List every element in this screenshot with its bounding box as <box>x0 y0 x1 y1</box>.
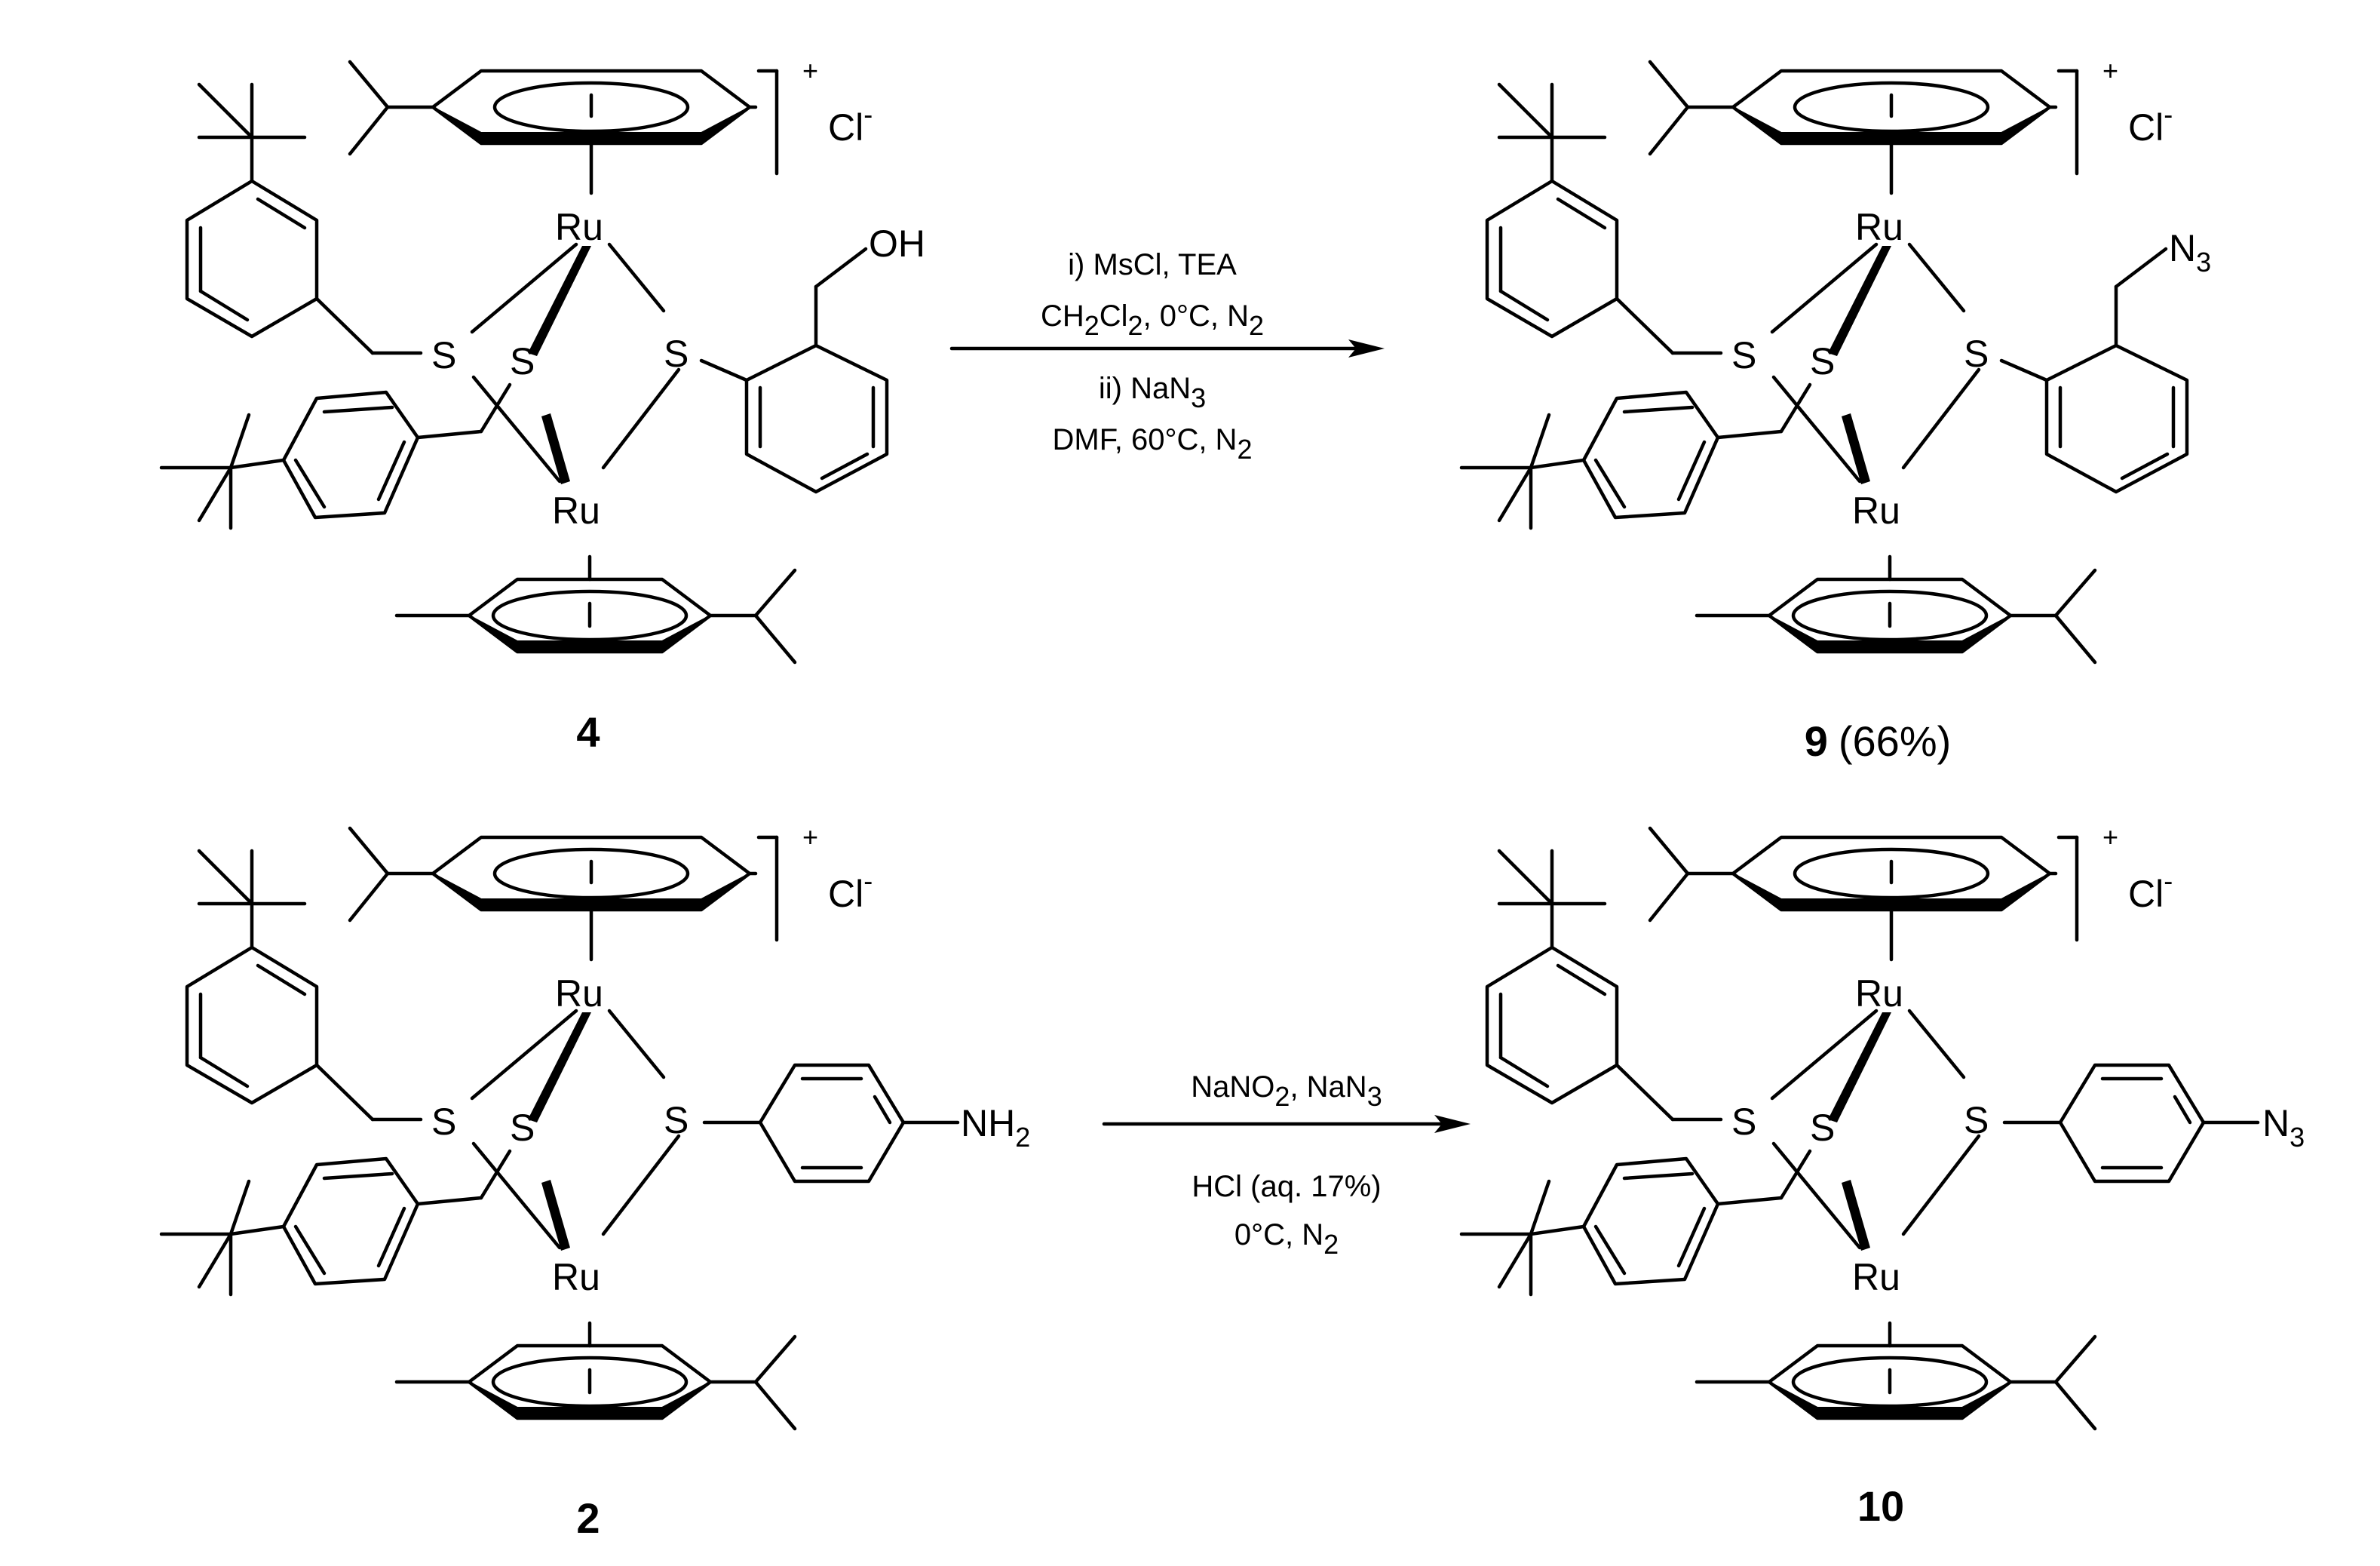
compound-label-2: 2 <box>576 1494 600 1542</box>
chloride-ion: Cl- <box>2128 865 2173 915</box>
condition-line-4: DMF, 60°C, N2 <box>1053 423 1253 465</box>
ru-top-atom: Ru <box>555 972 603 1015</box>
sulfur-atom-3: S <box>664 1099 689 1141</box>
sulfur-atom-2: S <box>1810 1107 1835 1149</box>
azide-group: N3 <box>2169 227 2211 278</box>
compound-9-structure: Ru Ru S S S N3 + Cl- 9(66%) <box>1461 55 2211 765</box>
hydroxyl-group: OH <box>869 223 925 265</box>
condition-line-1: i) MsCl, TEA <box>1068 248 1237 281</box>
ru-top-atom: Ru <box>1855 206 1903 248</box>
ru-top-atom: Ru <box>555 206 603 248</box>
condition-line-1: NaNO2, NaN3 <box>1191 1070 1382 1112</box>
sulfur-atom-1: S <box>431 334 456 376</box>
ru-bottom-atom: Ru <box>1852 490 1900 532</box>
sulfur-atom-3: S <box>1964 333 1989 375</box>
ru-top-atom: Ru <box>1855 972 1903 1015</box>
sulfur-atom-3: S <box>1964 1099 1989 1141</box>
compound-10-structure: Ru Ru S S S N3 + Cl- 10 <box>1461 821 2305 1530</box>
compound-4-structure: Ru Ru S S S OH + Cl- 4 <box>161 55 925 756</box>
sulfur-atom-2: S <box>510 1107 535 1149</box>
amine-group: NH2 <box>961 1102 1030 1153</box>
ru-bottom-atom: Ru <box>1852 1256 1900 1298</box>
compound-label-4: 4 <box>576 708 600 756</box>
reaction-conditions-1: i) MsCl, TEA CH2Cl2, 0°C, N2 ii) NaN3 DM… <box>1041 248 1264 465</box>
compound-label-10: 10 <box>1857 1482 1904 1530</box>
sulfur-atom-2: S <box>1810 340 1835 382</box>
condition-line-3: ii) NaN3 <box>1099 372 1206 413</box>
compound-label-9: 9(66%) <box>1805 717 1952 765</box>
condition-line-3: 0°C, N2 <box>1234 1218 1339 1260</box>
compound-2-structure: Ru Ru S S S NH2 + Cl- 2 <box>161 821 1030 1542</box>
sulfur-atom-2: S <box>510 340 535 382</box>
sulfur-atom-1: S <box>1731 334 1756 376</box>
sulfur-atom-1: S <box>1731 1101 1756 1143</box>
reaction-arrow-1 <box>949 339 1385 358</box>
ru-bottom-atom: Ru <box>552 490 600 532</box>
condition-line-2: CH2Cl2, 0°C, N2 <box>1041 299 1264 341</box>
cation-charge: + <box>802 55 818 86</box>
condition-line-2: HCl (aq. 17%) <box>1192 1170 1381 1203</box>
reaction-conditions-2: NaNO2, NaN3 HCl (aq. 17%) 0°C, N2 <box>1191 1070 1382 1260</box>
ru-bottom-atom: Ru <box>552 1256 600 1298</box>
azide-group: N3 <box>2262 1102 2305 1153</box>
cation-charge: + <box>2102 55 2118 86</box>
sulfur-atom-1: S <box>431 1101 456 1143</box>
chloride-ion: Cl- <box>828 99 873 149</box>
reaction-arrow-2 <box>1102 1115 1471 1133</box>
chloride-ion: Cl- <box>828 865 873 915</box>
cation-charge: + <box>802 821 818 852</box>
sulfur-atom-3: S <box>664 333 689 375</box>
cation-charge: + <box>2102 821 2118 852</box>
chloride-ion: Cl- <box>2128 99 2173 149</box>
